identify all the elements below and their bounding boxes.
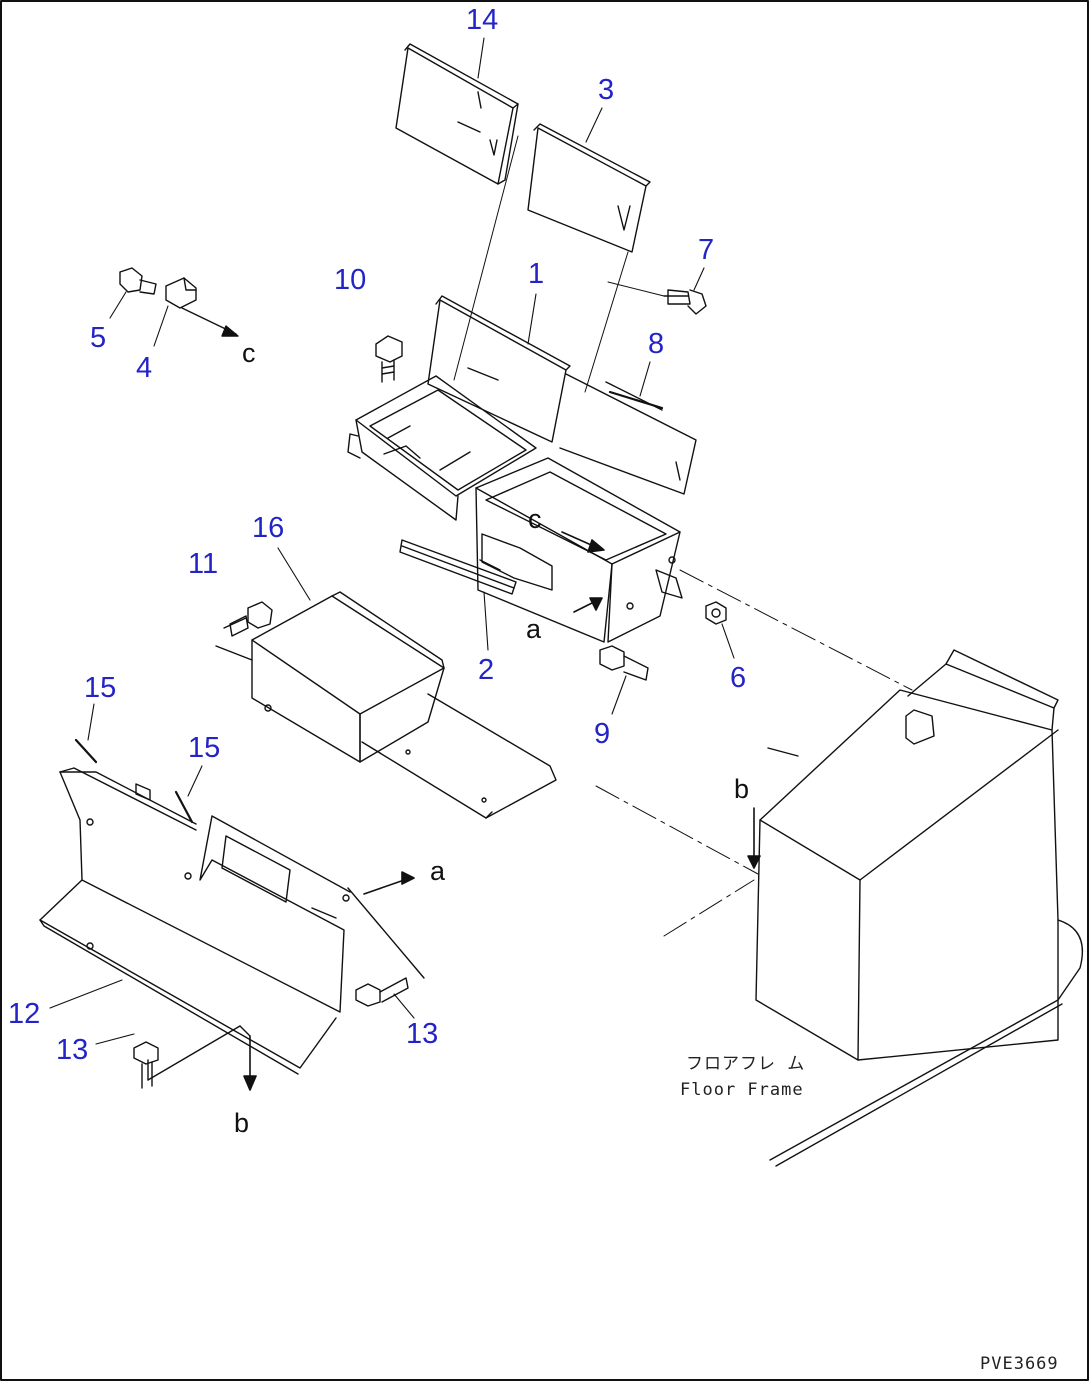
callout-7: 7 <box>698 234 715 266</box>
part-8-strip <box>608 390 664 410</box>
callout-14: 14 <box>466 4 499 36</box>
leader-lines <box>49 37 735 1045</box>
ref-a-right: a <box>430 856 446 886</box>
part-4-clip <box>165 277 239 337</box>
ref-a-mid: a <box>526 614 542 644</box>
callout-8: 8 <box>648 328 665 360</box>
ref-c-mid: c <box>528 504 542 534</box>
part-9-bolt <box>599 645 649 681</box>
part-14-plate <box>395 43 519 185</box>
floor-frame <box>755 649 1084 1167</box>
direction-arrows <box>243 531 761 1091</box>
callout-13-left: 13 <box>56 1034 89 1066</box>
part-6-nut <box>705 601 727 625</box>
callout-2: 2 <box>478 654 495 686</box>
part-13-bolt-left <box>133 1041 159 1089</box>
guide-line-a <box>679 569 913 691</box>
callout-11: 11 <box>188 548 219 580</box>
callout-13-right: 13 <box>406 1018 439 1050</box>
drawing-code: PVE3669 <box>980 1354 1059 1374</box>
ref-b-right: b <box>734 774 750 804</box>
part-15-right <box>174 790 194 824</box>
callout-10: 10 <box>334 264 367 296</box>
part-11-bolt <box>223 601 273 637</box>
part-2-strip <box>399 539 517 595</box>
part-16-box <box>215 591 557 819</box>
ref-b-bottom: b <box>234 1108 250 1138</box>
part-10-bolt <box>375 335 403 383</box>
guide-line-b <box>595 785 759 875</box>
callout-9: 9 <box>594 718 611 750</box>
ref-c-left: c <box>242 338 256 368</box>
floor-frame-label-jp: フロアフレ ム <box>686 1054 806 1074</box>
part-12-cover <box>39 767 425 1081</box>
part-7-bolt <box>663 289 707 315</box>
floor-frame-label-en: Floor Frame <box>680 1080 804 1100</box>
callout-5: 5 <box>90 322 107 354</box>
part-5-bolt <box>119 267 157 295</box>
callout-16: 16 <box>252 512 285 544</box>
callout-4: 4 <box>136 352 153 384</box>
part-1-box <box>347 295 697 643</box>
callout-12: 12 <box>8 998 41 1030</box>
part-15-left <box>74 738 98 764</box>
callout-15-left: 15 <box>84 672 117 704</box>
callout-15-right: 15 <box>188 732 221 764</box>
part-3-plate <box>527 123 651 253</box>
guide-line-c <box>663 879 755 937</box>
callout-1: 1 <box>528 258 545 290</box>
callout-6: 6 <box>730 662 747 694</box>
callout-3: 3 <box>598 74 615 106</box>
